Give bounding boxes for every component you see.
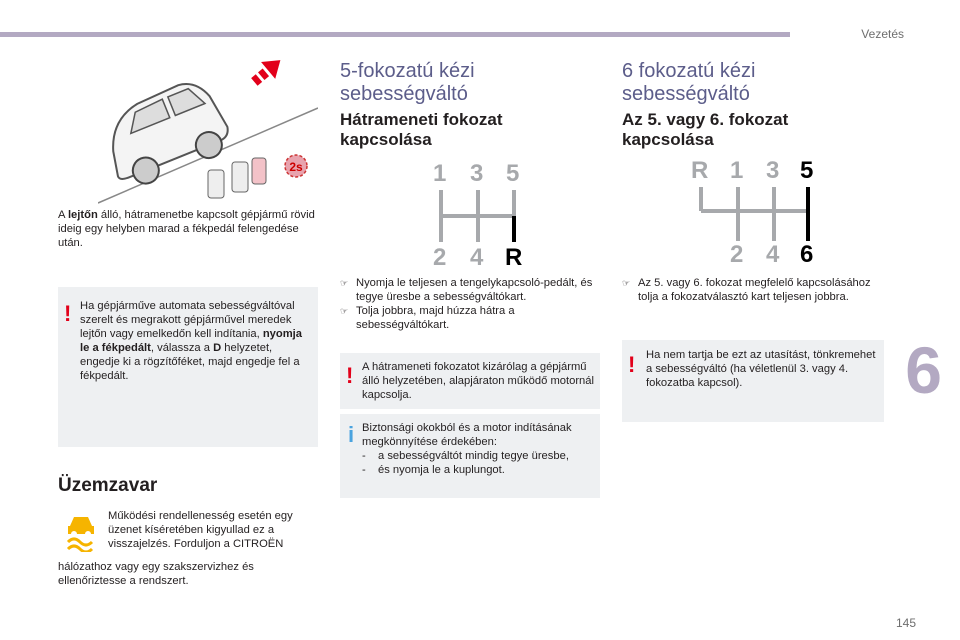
- arrow-bullet-icon: ☞: [340, 278, 349, 288]
- gear-pattern-lines: [699, 187, 810, 241]
- pedal-icon: [207, 157, 267, 199]
- header-bar: [0, 32, 790, 37]
- arrow-bullet-icon: ☞: [340, 306, 349, 316]
- gear-label: 1: [730, 157, 744, 184]
- gear-label: R: [691, 157, 709, 184]
- info-icon: i: [348, 422, 355, 447]
- warning-gear56-text: Ha nem tartja be ezt az utasítást, tönkr…: [646, 349, 876, 389]
- motion-arrow-icon: [251, 60, 281, 86]
- middle-title: 5-fokozatú kézi sebességváltó: [340, 60, 475, 105]
- gear-diagram-6-speed: R 1 3 5 2 4 6: [685, 155, 825, 270]
- exclamation-icon: !: [346, 363, 354, 388]
- gear-label: 5: [506, 160, 520, 187]
- middle-subtitle: Hátrameneti fokozat kapcsolása: [340, 110, 503, 149]
- car-on-slope-illustration: 2s: [97, 60, 319, 204]
- gear-pattern-lines: [439, 190, 516, 242]
- warning-automatic-text: Ha gépjárműve automata sebességváltóval …: [80, 300, 303, 382]
- malfunction-warning-light-icon: [64, 512, 98, 554]
- section-title: Vezetés: [861, 27, 904, 41]
- gear-label: 1: [433, 160, 447, 187]
- right-subtitle: Az 5. vagy 6. fokozat kapcsolása: [622, 110, 789, 149]
- hill-illustration: 2s: [97, 60, 319, 210]
- middle-instructions: ☞Nyomja le teljesen a tengelykapcsoló-pe…: [340, 276, 595, 332]
- gear-label: 4: [470, 244, 484, 271]
- right-title: 6 fokozatú kézi sebességváltó: [622, 60, 756, 105]
- info-item: -és nyomja le a kuplungot.: [362, 464, 505, 476]
- gear-diagram-5-speed: 1 3 5 2 4 R: [425, 160, 535, 275]
- gear-label: 3: [766, 157, 780, 184]
- malfunction-text-continued: hálózathoz vagy egy szakszervizhez és el…: [58, 561, 254, 587]
- gear-label: 2: [433, 244, 447, 271]
- timer-badge-label: 2s: [289, 160, 303, 174]
- warning-box-reverse: ! A hátrameneti fokozatot kizárólag a gé…: [340, 353, 600, 409]
- gear-label-reverse: R: [505, 244, 523, 271]
- warning-box-gear56: ! Ha nem tartja be ezt az utasítást, tön…: [622, 340, 884, 422]
- chapter-number: 6: [905, 333, 942, 407]
- info-box-safety: i Biztonsági okokból és a motor indításá…: [340, 414, 600, 498]
- info-intro: Biztonsági okokból és a motor indításána…: [362, 422, 572, 448]
- instruction-item: ☞Nyomja le teljesen a tengelykapcsoló-pe…: [340, 277, 593, 303]
- slope-caption: A lejtőn álló, hátramenetbe kapcsolt gép…: [58, 209, 315, 249]
- warning-reverse-text: A hátrameneti fokozatot kizárólag a gépj…: [362, 361, 594, 401]
- gear-label: 6: [800, 241, 814, 268]
- malfunction-title: Üzemzavar: [58, 475, 158, 496]
- gear-label: 2: [730, 241, 744, 268]
- instruction-item: ☞Tolja jobbra, majd húzza hátra a sebess…: [340, 305, 515, 331]
- gear-label: 5: [800, 157, 814, 184]
- page-number: 145: [895, 616, 916, 630]
- warning-box-automatic: ! Ha gépjárműve automata sebességváltóva…: [58, 287, 318, 447]
- info-safety-content: Biztonsági okokból és a motor indításána…: [362, 421, 594, 477]
- instruction-item: ☞Az 5. vagy 6. fokozat megfelelő kapcsol…: [622, 277, 871, 303]
- info-item: -a sebességváltót mindig tegye üresbe,: [362, 450, 569, 462]
- gear-label: 4: [766, 241, 780, 268]
- right-instructions: ☞Az 5. vagy 6. fokozat megfelelő kapcsol…: [622, 276, 882, 304]
- arrow-bullet-icon: ☞: [622, 278, 631, 288]
- exclamation-icon: !: [628, 352, 636, 377]
- gear-label: 3: [470, 160, 484, 187]
- malfunction-text: Működési rendellenesség esetén egy üzene…: [108, 510, 293, 550]
- exclamation-icon: !: [64, 301, 72, 326]
- timer-badge: 2s: [284, 154, 308, 178]
